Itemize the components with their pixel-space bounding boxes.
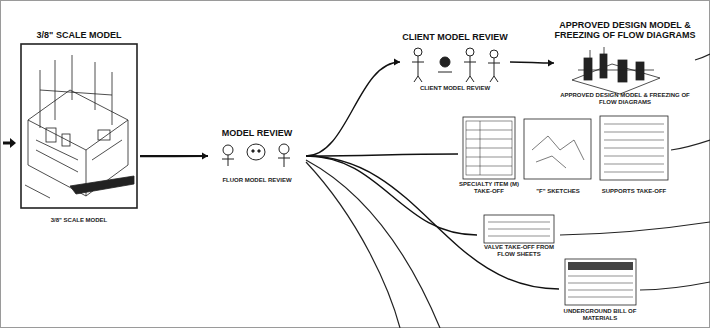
review-figures — [222, 144, 290, 167]
review-caption: FLUOR MODEL REVIEW — [222, 177, 291, 184]
flow-connector — [306, 156, 477, 235]
continuing-lines — [306, 54, 710, 328]
sheet-caption: SPECIALTY ITEM (M) TAKE-OFF — [458, 181, 520, 195]
flow-connector — [510, 60, 554, 67]
scale-model-picture — [21, 44, 137, 208]
takeoff-sheets — [463, 116, 668, 305]
model-heading: 3/8" SCALE MODEL — [37, 30, 122, 40]
picture-node: 3/8" SCALE MODEL 3/8" SCALE MODEL — [18, 30, 140, 224]
approved-model-picture — [572, 47, 660, 94]
flow-connector — [306, 59, 400, 157]
review-heading: CLIENT MODEL REVIEW — [402, 32, 507, 42]
picture-node: UNDERGROUND BILL OF MATERIALS — [559, 256, 641, 322]
arrow-head — [394, 59, 400, 66]
flow-connector — [140, 153, 208, 160]
arrow-head — [202, 153, 208, 160]
connector-line — [510, 62, 554, 63]
approval-heading: APPROVED DESIGN MODEL & FREEZING OF FLOW… — [554, 20, 696, 40]
picture-node: VALVE TAKE-OFF FROM FLOW SHEETS — [477, 212, 561, 258]
review-heading: MODEL REVIEW — [222, 128, 292, 138]
connector-line — [306, 156, 477, 235]
picture-node: CLIENT MODEL REVIEW CLIENT MODEL REVIEW — [400, 32, 510, 92]
flow-connector — [306, 156, 559, 289]
client-figures — [412, 48, 500, 82]
connector-line — [306, 154, 458, 156]
approval-caption: APPROVED DESIGN MODEL & FREEZING OF FLOW… — [554, 92, 696, 106]
flow-connector — [306, 154, 458, 156]
connector-line — [306, 156, 559, 289]
sheet-caption: SUPPORTS TAKE-OFF — [602, 188, 667, 195]
picture-node: "F" SKETCHES — [521, 113, 595, 195]
model-caption: 3/8" SCALE MODEL — [51, 217, 108, 224]
picture-node: APPROVED DESIGN MODEL & FREEZING OF FLOW… — [554, 20, 696, 106]
picture-node: SUPPORTS TAKE-OFF — [597, 113, 671, 195]
arrow-head — [548, 60, 554, 67]
incoming-arrow — [3, 138, 16, 148]
review-caption: CLIENT MODEL REVIEW — [420, 85, 490, 92]
sheet-caption: "F" SKETCHES — [536, 188, 580, 195]
connector-line — [140, 155, 208, 157]
picture-node: SPECIALTY ITEM (M) TAKE-OFF — [458, 113, 520, 195]
picture-node: MODEL REVIEW FLUOR MODEL REVIEW — [208, 128, 306, 184]
connector-line — [306, 62, 400, 156]
sheet-caption: UNDERGROUND BILL OF MATERIALS — [559, 308, 641, 322]
sheet-caption: VALVE TAKE-OFF FROM FLOW SHEETS — [477, 244, 561, 258]
